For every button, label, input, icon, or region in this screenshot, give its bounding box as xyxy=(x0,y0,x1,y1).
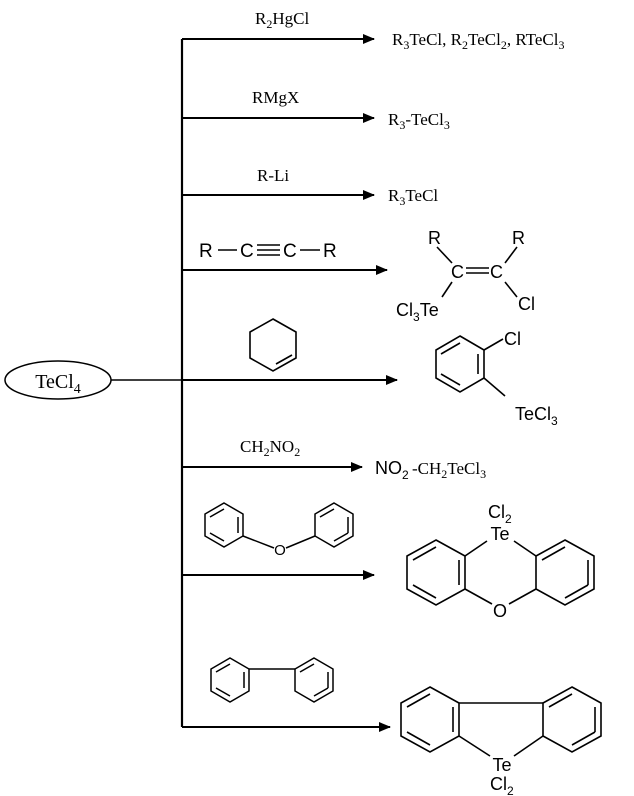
r8-reagent-biphenyl xyxy=(210,657,334,703)
r7-reagent-O: O xyxy=(274,542,286,559)
r7-reagent-diphenyl-ether: O xyxy=(204,502,354,559)
r6-product-CH2TeCl3: -CH2TeCl3 xyxy=(412,459,486,481)
r3-product: R3TeCl xyxy=(388,186,438,208)
r4-product-C2: C xyxy=(490,262,503,282)
r7-product-O: O xyxy=(493,601,507,621)
r2-product: R3-TeCl3 xyxy=(388,110,450,132)
r4-product-R1: R xyxy=(428,228,441,248)
r5-product-Cl: Cl xyxy=(504,329,521,349)
r4-product-Cl3Te: Cl3Te xyxy=(396,300,439,324)
r4-reagent: R C C R xyxy=(199,241,337,262)
r6-reagent: CH2NO2 xyxy=(240,437,300,459)
r7-product: Cl2 Te O xyxy=(406,502,595,621)
r4-R-left: R xyxy=(199,241,213,262)
r8-product-Cl2: Cl2 xyxy=(490,774,514,796)
r8-product-Te: Te xyxy=(492,755,511,775)
start-reagent: TeCl4 xyxy=(4,360,112,400)
r4-product-R2: R xyxy=(512,228,525,248)
r1-reagent: R2HgCl xyxy=(255,9,309,31)
r3-reagent: R-Li xyxy=(257,166,289,185)
r5-reagent-cyclohexene xyxy=(249,318,297,372)
r6-product: NO2 -CH2TeCl3 xyxy=(375,458,486,482)
r4-product-Cl: Cl xyxy=(518,294,535,314)
r4-R-right: R xyxy=(323,241,337,262)
r7-product-Cl2: Cl2 xyxy=(488,502,512,526)
r8-product: Te Cl2 xyxy=(400,686,602,796)
r2-reagent: RMgX xyxy=(252,88,299,107)
start-reagent-label: TeCl4 xyxy=(35,371,81,397)
r5-product-TeCl3: TeCl3 xyxy=(515,404,558,428)
r1-product: R3TeCl, R2TeCl2, RTeCl3 xyxy=(392,30,564,52)
r5-product: Cl TeCl3 xyxy=(435,329,558,428)
r4-product: R R C C Cl3Te Cl xyxy=(396,228,535,324)
r4-C-left: C xyxy=(240,241,254,262)
r4-C-right: C xyxy=(283,241,297,262)
r7-product-Te: Te xyxy=(490,524,509,544)
r6-product-NO2: NO2 xyxy=(375,458,409,482)
r4-product-C1: C xyxy=(451,262,464,282)
